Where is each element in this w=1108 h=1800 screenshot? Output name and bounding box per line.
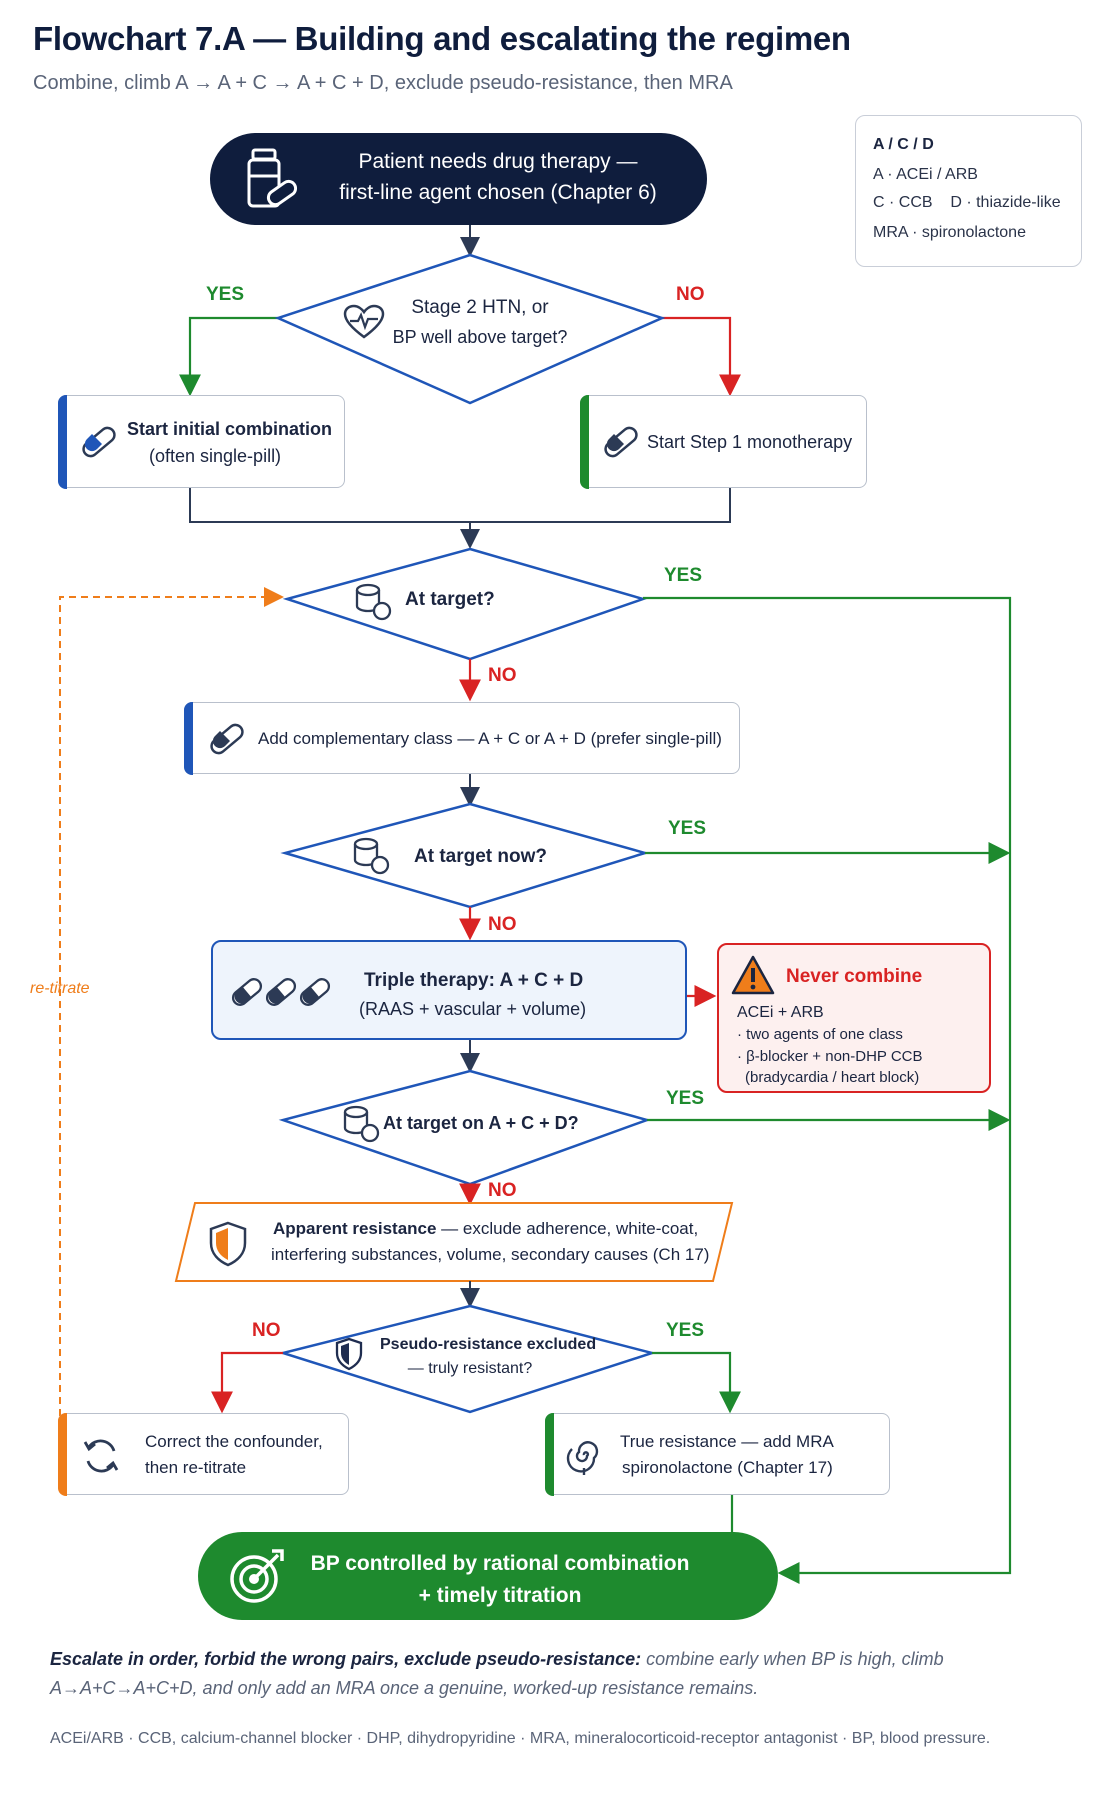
spiral-receptor-icon	[566, 1434, 602, 1481]
retitrate-loop-label: re-titrate	[30, 980, 90, 997]
mono-label: Start Step 1 monotherapy	[647, 432, 853, 452]
start-node-line1: Patient needs drug therapy —	[358, 150, 638, 173]
add-class-label: Add complementary class — A + C or A + D…	[258, 729, 722, 748]
never-line2: · two agents of one class	[737, 1026, 903, 1043]
correct-confounder-box: Correct the confounder, then re-titrate	[57, 1412, 349, 1496]
apparent-line1: Apparent resistance — exclude adherence,…	[273, 1219, 698, 1239]
start-node-line2: first-line agent chosen (Chapter 6)	[339, 181, 657, 204]
pseudo-line1: Pseudo-resistance excluded	[380, 1336, 597, 1353]
never-combine-title: Never combine	[786, 966, 923, 987]
apparent-line2: interfering substances, volume, secondar…	[271, 1245, 710, 1264]
apparent-bold: Apparent resistance	[273, 1219, 437, 1238]
abbreviation-legend: A / C / D A · ACEi / ARB C · CCB D · thi…	[855, 115, 1082, 267]
pseudo-no-label: NO	[252, 1320, 281, 1341]
monotherapy-box: Start Step 1 monotherapy	[579, 394, 867, 489]
at-target-acd-no-label: NO	[488, 1180, 517, 1201]
correct-line1: Correct the confounder,	[145, 1432, 323, 1451]
page-title: Flowchart 7.A — Building and escalating …	[33, 20, 851, 57]
green-accent-bar	[579, 394, 589, 489]
at-target-now-no-label: NO	[488, 914, 517, 935]
stage2-line1: Stage 2 HTN, or	[411, 297, 549, 318]
pseudo-line2: — truly resistant?	[407, 1360, 533, 1377]
controlled-line1: BP controlled by rational combination	[310, 1552, 690, 1575]
true-resistance-line2: spironolactone (Chapter 17)	[622, 1458, 833, 1477]
combo-line1: Start initial combination	[127, 419, 333, 439]
never-combine-warning-box: Never combine ACEi + ARB · two agents of…	[717, 943, 991, 1093]
at-target-no-label: NO	[488, 665, 517, 686]
true-resistance-line1: True resistance — add MRA	[620, 1432, 834, 1451]
summary-rest: combine early when BP is high, climb A→A…	[50, 1649, 944, 1698]
warning-triangle-icon	[731, 955, 775, 1000]
capsule-icon	[207, 719, 247, 764]
at-target-label: At target?	[405, 589, 495, 610]
triple-line1: Triple therapy: A + C + D	[364, 970, 584, 991]
triple-line2: (RAAS + vascular + volume)	[359, 999, 587, 1019]
blue-accent-bar	[183, 701, 193, 775]
refresh-cycle-icon	[81, 1436, 121, 1481]
page-subtitle: Combine, climb A → A + C → A + C + D, ex…	[33, 72, 733, 94]
pseudo-yes-label: YES	[666, 1320, 705, 1341]
at-target-yes-label: YES	[664, 565, 703, 586]
pill-bottle-icon	[245, 148, 301, 217]
shield-icon	[335, 1337, 363, 1376]
capsule-icon	[79, 422, 119, 467]
bp-gauge-icon	[340, 1104, 382, 1149]
legend-heading: A / C / D	[873, 136, 934, 153]
apparent-rest: — exclude adherence, white-coat,	[436, 1219, 699, 1238]
initial-combination-box: Start initial combination (often single-…	[57, 394, 345, 489]
at-target-now-yes-label: YES	[668, 818, 707, 839]
controlled-line2: + timely titration	[418, 1584, 582, 1607]
heart-pulse-icon	[343, 304, 385, 345]
summary-lead: Escalate in order, forbid the wrong pair…	[50, 1649, 642, 1669]
green-accent-bar	[544, 1412, 554, 1496]
add-complementary-class-box: Add complementary class — A + C or A + D…	[183, 701, 740, 775]
triple-therapy-box: Triple therapy: A + C + D (RAAS + vascul…	[211, 940, 687, 1040]
stage2-yes-label: YES	[206, 284, 245, 305]
at-target-now-label: At target now?	[414, 846, 547, 867]
never-line1: ACEi + ARB	[737, 1004, 824, 1021]
at-target-acd-yes-label: YES	[666, 1088, 705, 1109]
never-line3: · β-blocker + non-DHP CCB	[737, 1048, 923, 1065]
never-line4: (bradycardia / heart block)	[745, 1069, 920, 1086]
orange-accent-bar	[57, 1412, 67, 1496]
bp-gauge-icon	[350, 836, 392, 881]
three-capsules-icon	[229, 970, 333, 1019]
capsule-icon	[601, 422, 641, 467]
legend-line-a: A · ACEi / ARB	[873, 166, 978, 183]
abbreviations-note: ACEi/ARB · CCB, calcium-channel blocker …	[50, 1730, 991, 1747]
bp-gauge-icon	[352, 582, 394, 627]
legend-line-mra: MRA · spironolactone	[873, 224, 1026, 241]
legend-line-c-d: C · CCB D · thiazide-like	[873, 194, 1061, 211]
target-bullseye-icon	[226, 1547, 286, 1612]
shield-icon	[208, 1221, 248, 1272]
at-target-acd-label: At target on A + C + D?	[383, 1113, 579, 1133]
combo-line2: (often single-pill)	[149, 446, 282, 466]
true-resistance-box: True resistance — add MRA spironolactone…	[544, 1412, 890, 1496]
correct-line2: then re-titrate	[145, 1458, 247, 1477]
summary-caption: Escalate in order, forbid the wrong pair…	[50, 1645, 1060, 1703]
blue-accent-bar	[57, 394, 67, 489]
stage2-no-label: NO	[676, 284, 705, 305]
stage2-line2: BP well above target?	[392, 327, 568, 347]
